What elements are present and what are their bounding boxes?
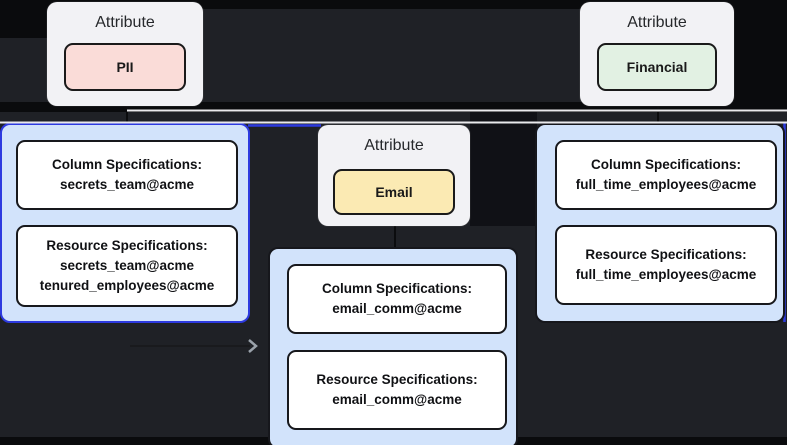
attribute-node-pii[interactable]: Attribute PII: [47, 2, 203, 106]
spec-line: tenured_employees@acme: [39, 278, 215, 294]
group-node-financial-specs[interactable]: Column Specifications: full_time_employe…: [535, 123, 785, 323]
group-node-pii-specs[interactable]: Column Specifications: secrets_team@acme…: [0, 123, 250, 323]
spec-title: Column Specifications:: [321, 280, 473, 296]
spec-title: Resource Specifications:: [585, 246, 747, 262]
attribute-pill-label: Financial: [626, 59, 688, 75]
spec-box-pii-column[interactable]: Column Specifications: secrets_team@acme: [16, 140, 238, 210]
attribute-pill-email: Email: [333, 169, 455, 215]
attribute-pill-label: Email: [375, 184, 413, 200]
spec-title: Column Specifications:: [590, 156, 742, 172]
spec-line: email_comm@acme: [332, 392, 462, 407]
spec-box-financial-resource[interactable]: Resource Specifications: full_time_emplo…: [555, 225, 777, 305]
attribute-node-title: Attribute: [364, 137, 424, 154]
attribute-node-title: Attribute: [95, 14, 155, 31]
arrowhead-icon: [248, 339, 258, 353]
spec-line: email_comm@acme: [332, 301, 462, 316]
background-rect-center: [470, 112, 537, 226]
spec-box-email-resource[interactable]: Resource Specifications: email_comm@acme: [287, 350, 507, 430]
spec-title: Resource Specifications:: [46, 237, 208, 253]
group-node-email-specs[interactable]: Column Specifications: email_comm@acme R…: [268, 247, 518, 445]
attribute-pill-pii: PII: [64, 43, 186, 91]
spec-title: Resource Specifications:: [316, 371, 478, 387]
spec-box-financial-column[interactable]: Column Specifications: full_time_employe…: [555, 140, 777, 210]
attribute-pill-label: PII: [116, 59, 134, 75]
spec-title: Column Specifications:: [51, 156, 203, 172]
spec-line: secrets_team@acme: [59, 257, 194, 273]
spec-box-email-column[interactable]: Column Specifications: email_comm@acme: [287, 264, 507, 334]
background-rect-topleft: [0, 0, 47, 38]
background-band-top: [0, 0, 787, 9]
attribute-node-title: Attribute: [627, 14, 687, 31]
attribute-node-email[interactable]: Attribute Email: [318, 125, 470, 226]
spec-line: secrets_team@acme: [59, 177, 194, 192]
spec-line: full_time_employees@acme: [575, 267, 757, 282]
spec-box-pii-resource[interactable]: Resource Specifications: secrets_team@ac…: [16, 225, 238, 307]
background-band-middle: [0, 102, 787, 112]
background-rect-topright: [733, 9, 787, 102]
attribute-node-financial[interactable]: Attribute Financial: [580, 2, 734, 106]
spec-line: full_time_employees@acme: [575, 177, 757, 192]
attribute-pill-financial: Financial: [597, 43, 717, 91]
